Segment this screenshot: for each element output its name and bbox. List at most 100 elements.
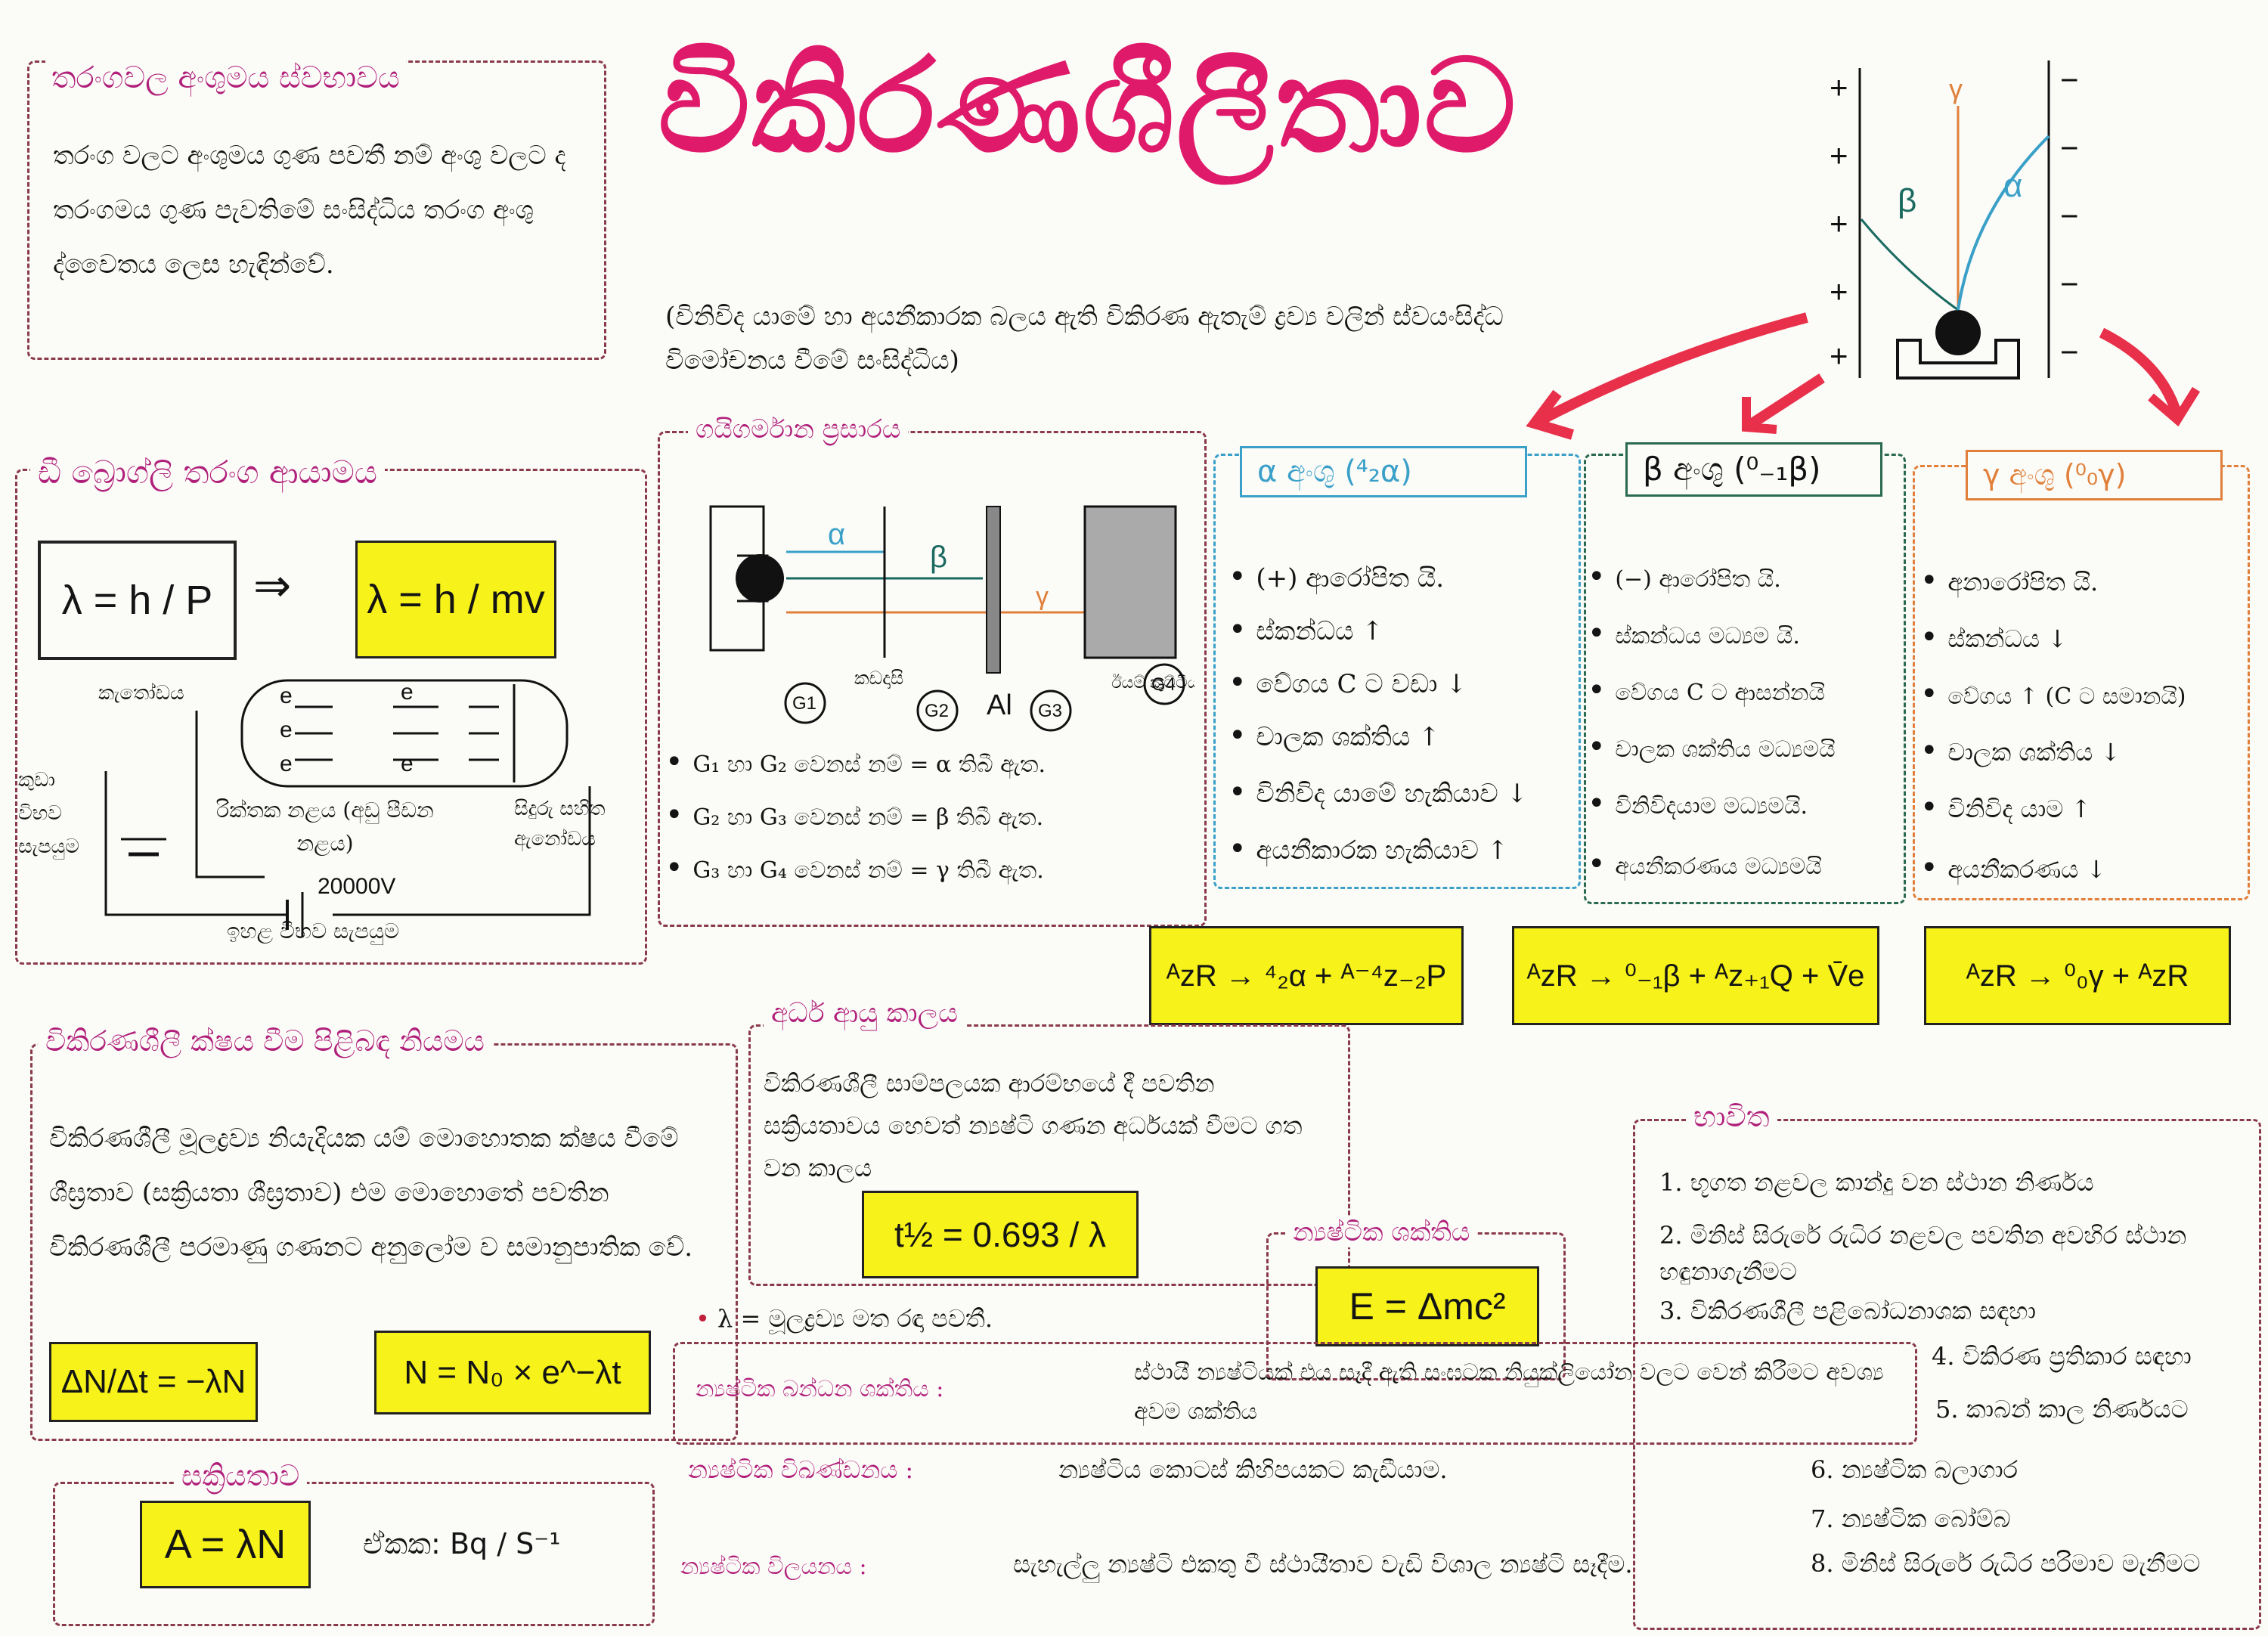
formula-text: N = N₀ × e^−λt: [404, 1353, 621, 1391]
gamma-decay-equation: ᴬzR → ⁰₀γ + ᴬzR: [1924, 926, 2231, 1025]
formula-text: A = λN: [164, 1522, 287, 1567]
lambda-note: • λ = මූලද්‍රව්‍ය මත රඳා පවතී.: [696, 1304, 993, 1334]
g1-label: G1: [792, 693, 816, 714]
g3-label: G3: [1038, 701, 1062, 721]
fission-term: න්‍යෂ්ටික විඛණ්ඩනය :: [688, 1455, 914, 1484]
beta-heading: β අංශු (⁰₋₁β): [1625, 442, 1882, 497]
half-life-text: විකිරණශීලී සාම්පලයක ආරම්භයේ දී පවතින සක්…: [764, 1069, 1303, 1182]
binding-energy-text: ස්ථායී න්‍යෂ්ටියක් එය සෑදී ඇති සංඝටක නිය…: [1134, 1359, 1884, 1425]
gamma-item: විනිවිද යාම ↑: [1920, 790, 2091, 825]
alpha-item: වේගය C ට වඩා ↓: [1228, 665, 1467, 700]
voltage-label: 20000V: [318, 874, 395, 899]
high-voltage-label: ඉහළ විභව සැපයුම: [227, 919, 400, 943]
equation-text: ᴬzR → ⁰₋₁β + ᴬz₊₁Q + V̄e: [1526, 959, 1865, 993]
red-bullet: •: [696, 1304, 718, 1333]
de-broglie-formula-1: λ = h / P: [38, 541, 237, 660]
fusion-text: සැහැල්ලු න්‍යෂ්ටි එකතු වී ස්ථායීතාව වැඩි…: [1013, 1550, 1633, 1579]
page-title: විකිරණශීලීතාව: [658, 30, 1518, 181]
page-subtitle: (විනිවිද යාමේ හා අයනීකාරක බලය ඇති විකිරණ…: [665, 302, 1504, 376]
uses-heading: භාවිත: [1686, 1100, 1777, 1134]
formula-text: E = Δmc²: [1349, 1285, 1506, 1328]
wave-particle-heading: තරංගවල අංශුමය ස්වභාවය: [45, 60, 406, 95]
electron-label: e: [401, 751, 414, 776]
beta-item: විනිවිදයාම මධ්‍යමයි.: [1588, 786, 1808, 821]
formula-text: λ = h / mv: [367, 577, 545, 622]
electron-label: e: [280, 683, 293, 708]
definitions-box: [673, 1342, 1917, 1445]
use-item: 5. කාබන් කාල නිර්ණයට: [1935, 1395, 2189, 1424]
uses-box: [1633, 1119, 2261, 1630]
plus-sign: +: [1830, 338, 1848, 373]
beta-label: β: [1898, 182, 1916, 219]
g4-label: G4: [1151, 674, 1176, 695]
use-item: 7. න්‍යෂ්ටික බෝම්බ: [1811, 1504, 2011, 1533]
decay-law-heading: විකිරණශීලී ක්ෂය වීම පිළිබඳ නියමය: [38, 1024, 492, 1058]
alpha-item: විනිවිද යාමේ හැකියාව ↓: [1228, 775, 1528, 810]
lead-label: ඊයම් කුට්ටිය: [1111, 673, 1194, 692]
geiger-box: [658, 431, 1207, 927]
fusion-term: න්‍යෂ්ටික විලයනය :: [680, 1554, 867, 1580]
alpha-heading: α අංශු (⁴₂α): [1240, 446, 1527, 497]
equation-text: ᴬzR → ⁴₂α + ᴬ⁻⁴z₋₂P: [1166, 959, 1447, 993]
activity-unit: ඒකක: Bq / S⁻¹: [363, 1527, 561, 1560]
use-item: 8. මිනිස් සිරුරේ රුධිර පරිමාව මැනීමට: [1811, 1549, 2201, 1578]
anode-label: සිදුරු සහිත ඇනෝඩය: [514, 798, 606, 851]
mass-energy-formula: E = Δmc²: [1315, 1266, 1539, 1346]
fission-text: න්‍යෂ්ටිය කොටස් කිහිපයකට කැඩීයාම.: [1058, 1455, 1448, 1484]
use-item: 2. මිනිස් සිරුරේ රුධිර නළවල පවතින අවහිර …: [1659, 1221, 2187, 1286]
al-label: Al: [987, 689, 1012, 721]
electron-diffraction-diagram: e e e e e කැතෝඩය 20000V: [98, 679, 591, 937]
formula-text: λ = h / P: [61, 578, 213, 623]
plus-sign: +: [1830, 138, 1848, 173]
red-arrows: [1526, 312, 2201, 440]
use-item: 3. විකිරණශීලී පළිබෝධනාශක සඳහා: [1659, 1297, 2037, 1325]
alpha-label: α: [2003, 167, 2022, 204]
minus-sign: −: [2060, 266, 2079, 302]
gamma-item: අයනීකරණය ↓: [1920, 851, 2106, 885]
de-broglie-heading: ඩී බ්‍රොග්ලි තරංග ආයාමය: [30, 454, 386, 491]
formula-text: ΔN/Δt = −λN: [60, 1363, 246, 1400]
activity-formula: A = λN: [140, 1501, 311, 1588]
gamma-ray-label: γ: [1036, 582, 1049, 611]
decay-law-text: විකිරණශීලී මූලද්‍රව්‍ය නියැදියක යම් මොහො…: [49, 1123, 693, 1263]
plus-sign: +: [1830, 206, 1848, 241]
de-broglie-formula-2: λ = h / mv: [355, 541, 556, 658]
geiger-point: G₁ හා G₂ වෙනස් නම් = α තිබී ඇත.: [665, 745, 1046, 779]
plus-sign: +: [1830, 70, 1848, 105]
half-life-box: [748, 1024, 1350, 1286]
decay-rate-formula: ΔN/Δt = −λN: [49, 1342, 258, 1422]
minus-sign: −: [2060, 130, 2079, 166]
gamma-item: චාලක ශක්තිය ↓: [1920, 733, 2121, 768]
alpha-decay-equation: ᴬzR → ⁴₂α + ᴬ⁻⁴z₋₂P: [1149, 926, 1464, 1025]
alpha-item: අයනීකාරක හැකියාව ↑: [1228, 832, 1508, 866]
lambda-note-text: λ = මූලද්‍රව්‍ය මත රඳා පවතී.: [717, 1304, 993, 1333]
nuclear-energy-heading: න්‍යෂ්ටික ශක්තිය: [1285, 1217, 1478, 1247]
beta-ray-label: β: [930, 541, 947, 574]
alpha-ray-label: α: [828, 518, 845, 551]
alpha-item: (+) ආරෝපිත යි.: [1228, 559, 1444, 594]
use-item: 6. න්‍යෂ්ටික බලාගාර: [1811, 1455, 2018, 1484]
beta-item: අයනීකරණය මධ්‍යමයි: [1588, 847, 1822, 882]
minus-sign: −: [2060, 198, 2079, 234]
beta-item: ස්කන්ධය මධ්‍යම යි.: [1588, 616, 1800, 651]
tube-label: රික්තක නළය (අඩු පීඩන නළය): [216, 798, 434, 856]
decay-exponential-formula: N = N₀ × e^−λt: [374, 1331, 651, 1414]
gamma-item: වේගය ↑ (C ට සමානයි): [1920, 677, 2186, 711]
beta-decay-equation: ᴬzR → ⁰₋₁β + ᴬz₊₁Q + V̄e: [1512, 926, 1879, 1025]
activity-heading: සක්‍රියතාව: [174, 1459, 308, 1493]
geiger-point: G₂ හා G₃ වෙනස් නම් = β තිබී ඇත.: [665, 798, 1043, 832]
geiger-diagram: α β γ කඩදාසි Al ඊයම් කුට්ටිය G1 G2 G3 G4: [709, 505, 1194, 732]
g2-label: G2: [925, 701, 949, 721]
cathode-label: කැතෝඩය: [98, 681, 184, 704]
gamma-label: γ: [1949, 73, 1963, 104]
half-life-heading: අර්ධ ආයු කාලය: [764, 998, 965, 1030]
alpha-item: චාලක ශක්තිය ↑: [1228, 718, 1439, 753]
electron-label: e: [401, 680, 414, 705]
paper-label: කඩදාසි: [854, 668, 903, 689]
wave-particle-text: තරංග වලට අංශුමය ගුණ පවතී නම් අංශු වලට ද …: [53, 141, 566, 280]
gamma-item: ස්කන්ධය ↓: [1920, 620, 2068, 655]
alpha-item: ස්කන්ධය ↑: [1228, 612, 1383, 647]
geiger-point: G₃ හා G₄ වෙනස් නම් = γ තිබී ඇත.: [665, 851, 1043, 885]
electron-label: e: [280, 751, 293, 776]
gamma-heading: γ අංශු (⁰₀γ): [1966, 450, 2223, 500]
